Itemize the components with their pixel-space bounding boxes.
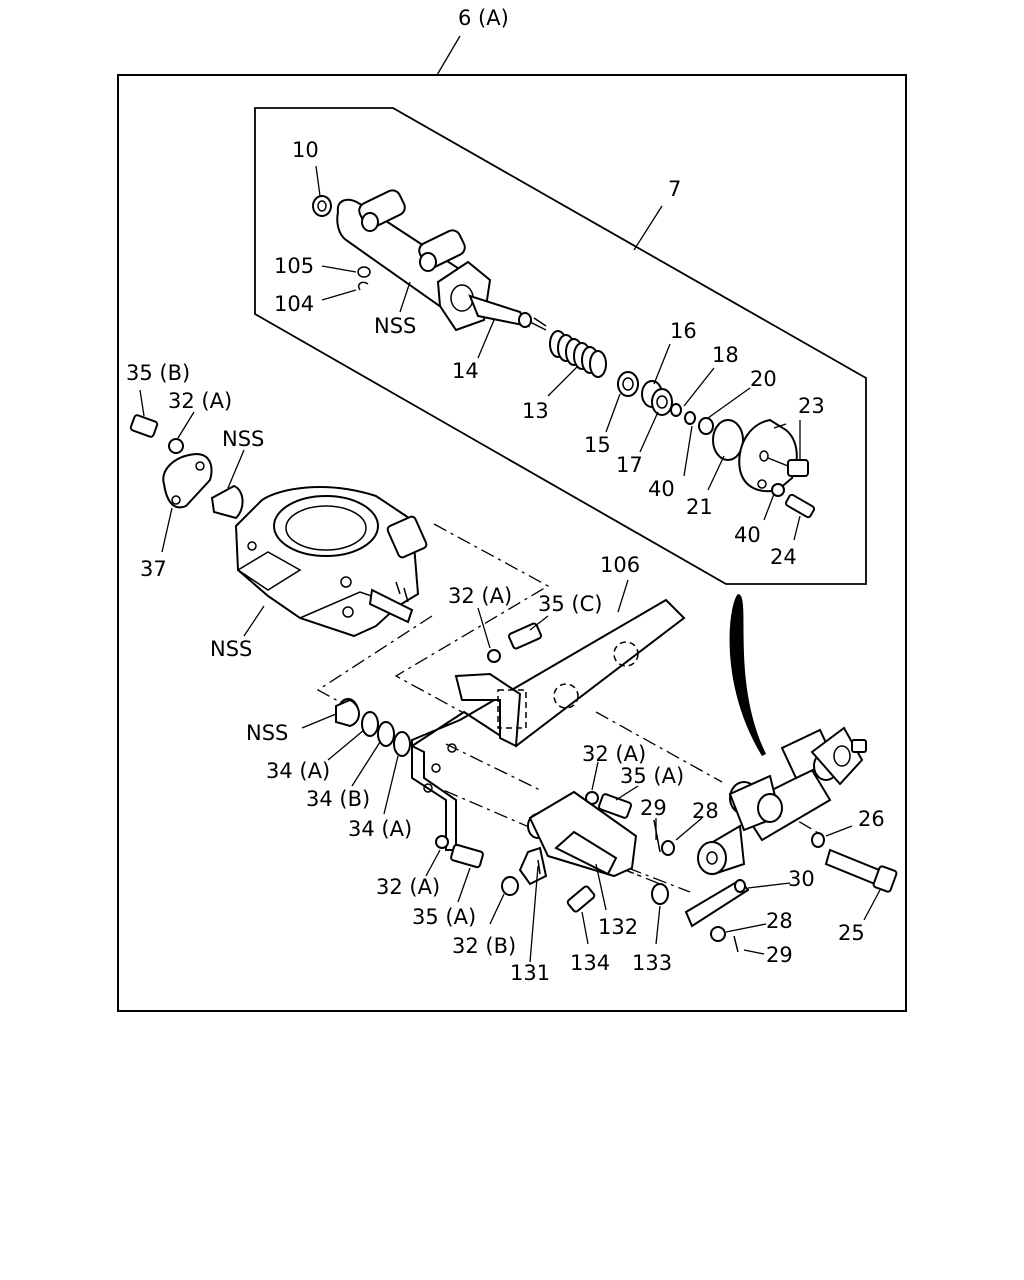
label-105: 105 — [274, 254, 314, 278]
label-35b: 35 (B) — [126, 361, 190, 385]
shims-34 — [335, 698, 411, 757]
upper-leaders — [315, 165, 801, 541]
label-29-b: 29 — [766, 943, 793, 967]
cover-23 — [738, 418, 816, 519]
subassembly-frame — [254, 107, 867, 585]
label-32a-2: 32 (A) — [448, 584, 512, 608]
label-nss-3: NSS — [210, 637, 252, 661]
label-nss-1: NSS — [374, 314, 416, 338]
label-132: 132 — [598, 915, 638, 939]
label-34a-1: 34 (A) — [266, 759, 330, 783]
label-18: 18 — [712, 343, 739, 367]
throttle-housing — [129, 414, 428, 638]
label-35a-2: 35 (A) — [412, 905, 476, 929]
label-133: 133 — [632, 951, 672, 975]
label-28-a: 28 — [692, 799, 719, 823]
label-26: 26 — [858, 807, 885, 831]
label-35a-1: 35 (A) — [620, 764, 684, 788]
label-7-upper: 7 — [668, 177, 681, 201]
label-nss-4: NSS — [246, 721, 288, 745]
brake-cylinder-assembly-upper — [312, 189, 547, 332]
label-25: 25 — [838, 921, 865, 945]
label-32a-1: 32 (A) — [168, 389, 232, 413]
label-34b: 34 (B) — [306, 787, 370, 811]
label-21: 21 — [686, 495, 713, 519]
label-13: 13 — [522, 399, 549, 423]
bracket-106 — [411, 598, 686, 851]
label-40-b: 40 — [734, 523, 761, 547]
kit-frame — [117, 74, 907, 1012]
label-30: 30 — [788, 867, 815, 891]
label-32a-4: 32 (A) — [376, 875, 440, 899]
label-28-b: 28 — [766, 909, 793, 933]
lever-assembly — [435, 790, 669, 913]
label-32a-3: 32 (A) — [582, 742, 646, 766]
label-kit-6a: 6 (A) — [458, 6, 509, 30]
label-15: 15 — [584, 433, 611, 457]
label-24: 24 — [770, 545, 797, 569]
label-131: 131 — [510, 961, 550, 985]
label-10: 10 — [292, 138, 319, 162]
brake-cylinder-assembly-lower — [653, 594, 898, 953]
label-nss-2: NSS — [222, 427, 264, 451]
piston-seals — [617, 371, 744, 461]
part-labels: 6 (A) 7 10 105 104 NSS 14 13 16 18 20 23… — [126, 6, 885, 985]
label-37: 37 — [140, 557, 167, 581]
label-14: 14 — [452, 359, 479, 383]
label-40-a: 40 — [648, 477, 675, 501]
label-29-a: 29 — [640, 796, 667, 820]
label-20: 20 — [750, 367, 777, 391]
label-104: 104 — [274, 292, 314, 316]
lower-leaders — [139, 389, 881, 963]
label-134: 134 — [570, 951, 610, 975]
label-34a-2: 34 (A) — [348, 817, 412, 841]
label-35c: 35 (C) — [538, 592, 602, 616]
label-16: 16 — [670, 319, 697, 343]
spring-13 — [549, 330, 607, 378]
label-106: 106 — [600, 553, 640, 577]
label-32b: 32 (B) — [452, 934, 516, 958]
label-17: 17 — [616, 453, 643, 477]
label-23: 23 — [798, 394, 825, 418]
